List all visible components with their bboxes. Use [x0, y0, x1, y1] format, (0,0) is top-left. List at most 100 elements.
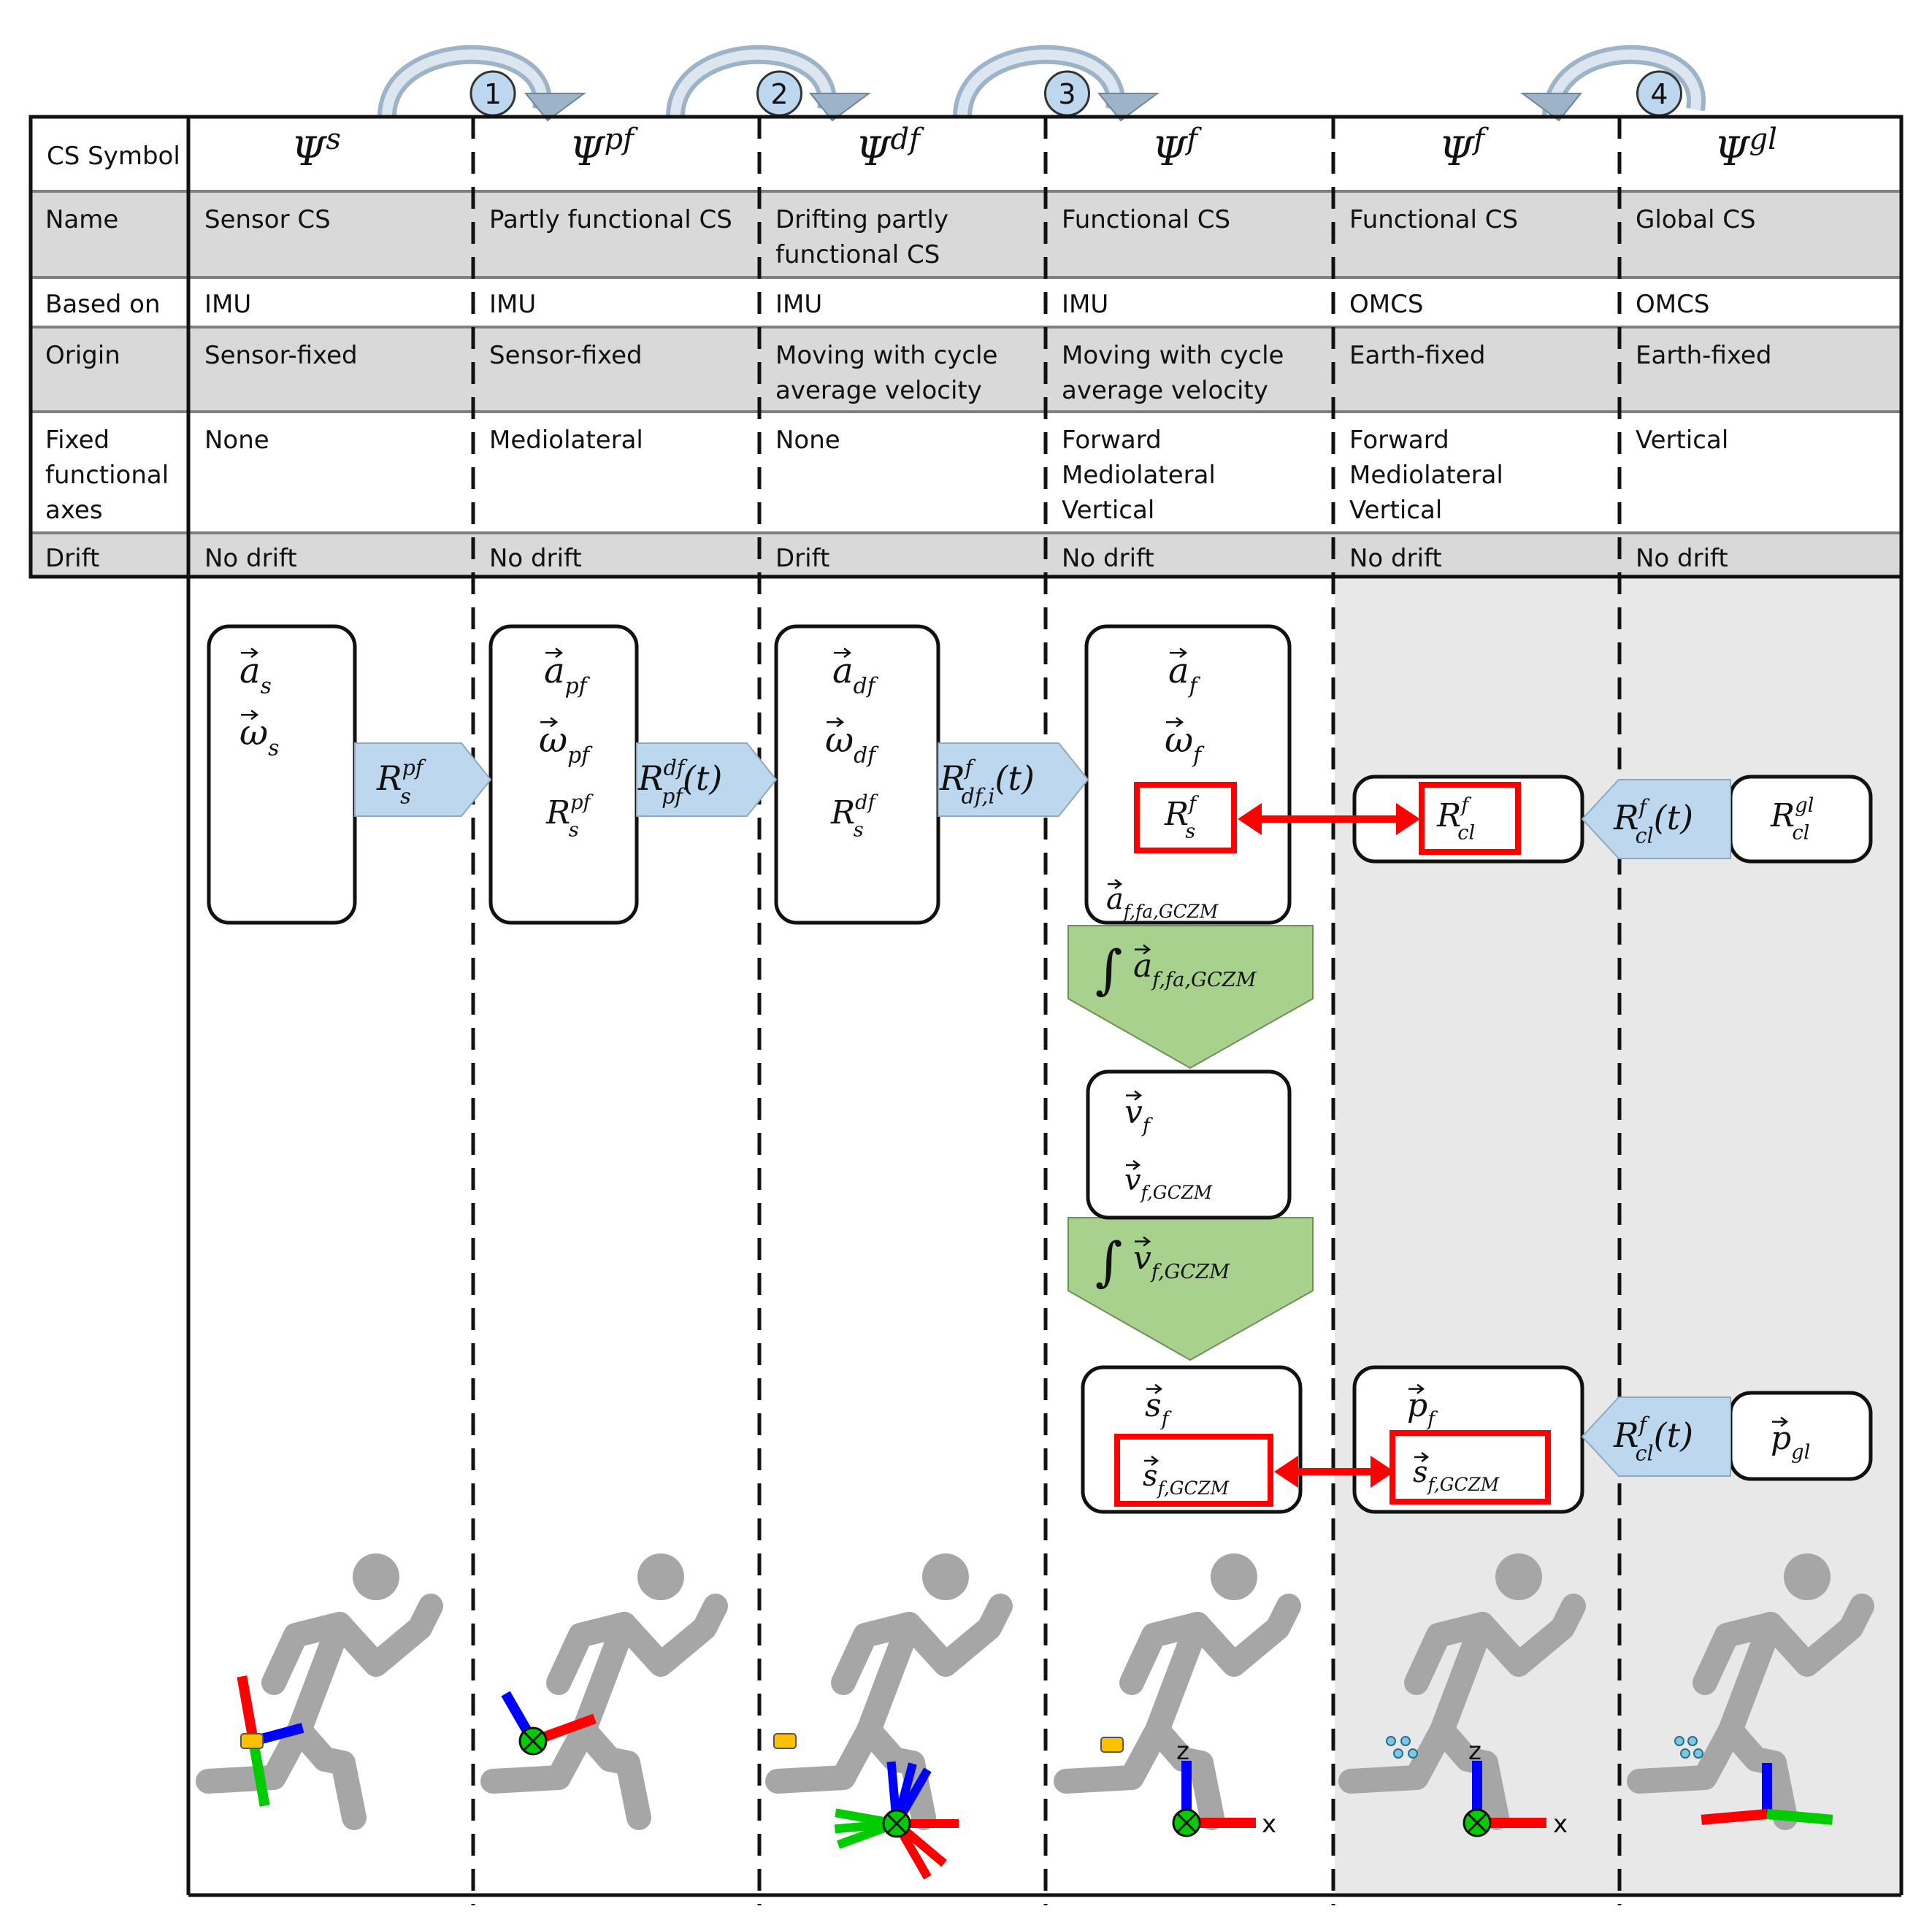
runner-front-arm	[612, 1594, 728, 1677]
vector-arrow	[1144, 1456, 1159, 1466]
step-number: 1	[484, 78, 502, 110]
step-arc-inner	[382, 49, 548, 118]
math-text: pgl	[1771, 1420, 1810, 1464]
marker-dot	[1680, 1748, 1690, 1759]
math-expression: af,fa,GCZM	[1133, 944, 1257, 991]
runner-back-leg	[1627, 1718, 1743, 1794]
step-arc-inner	[957, 49, 1121, 118]
axis-line	[237, 1675, 258, 1743]
cs-origin: Sensor-fixed	[204, 341, 358, 370]
math-text: af,fa,GCZM	[1133, 948, 1257, 991]
runner-icon	[1627, 1553, 1874, 1830]
cs-fixed-axes: Mediolateral	[489, 426, 643, 455]
table-row-bg	[31, 533, 1901, 577]
table-grid	[28, 115, 1904, 1905]
math-expression: vf,GCZM	[1124, 1160, 1213, 1203]
vector-arrow	[241, 648, 259, 658]
runner-head	[1211, 1553, 1257, 1600]
math-expression: vf,GCZM	[1133, 1236, 1230, 1283]
vector-arrow	[1772, 1416, 1789, 1427]
cs-name: Global CS	[1636, 205, 1756, 234]
cs-symbol: Ψdf	[856, 123, 924, 174]
math-text: sf,GCZM	[1143, 1459, 1230, 1499]
cs-name: Functional CS	[1062, 205, 1230, 234]
cs-name: Partly functional CS	[489, 205, 732, 234]
runner-front-arm	[897, 1594, 1013, 1677]
cs-drift: No drift	[489, 544, 582, 573]
math-expression: ωdf	[825, 717, 879, 768]
axis-cross	[523, 1731, 543, 1751]
marker-dot	[1393, 1748, 1403, 1759]
runner-front-arm	[327, 1594, 443, 1677]
cs-symbol: Ψpf	[570, 123, 638, 174]
runner-head	[637, 1553, 684, 1600]
cs-based-on: OMCS	[1349, 290, 1423, 319]
marker-dot	[1400, 1736, 1411, 1746]
axis-cross	[1176, 1813, 1197, 1833]
cs-based-on: IMU	[775, 290, 822, 319]
transform-arrow	[1581, 1397, 1731, 1477]
cs-origin: average velocity	[1062, 376, 1268, 405]
vector-arrow	[540, 717, 559, 728]
highlight-sfgczm-omcs	[1389, 1430, 1551, 1505]
step-arrowhead	[1097, 93, 1160, 122]
table-background	[31, 191, 1901, 577]
runner-torso	[1430, 1612, 1495, 1743]
axis-line	[1701, 1809, 1768, 1825]
math-text: vf,GCZM	[1124, 1164, 1213, 1203]
step-number: 2	[770, 78, 788, 110]
vector-arrow	[1135, 1236, 1151, 1247]
marker-dot	[1687, 1736, 1698, 1746]
marker-dot	[1693, 1748, 1703, 1759]
axis-line	[1766, 1809, 1833, 1825]
math-text: adf	[832, 650, 879, 699]
runner-front-arm	[1185, 1594, 1301, 1677]
row-label-name: Name	[45, 205, 118, 234]
cs-origin: average velocity	[775, 376, 982, 405]
cs-fixed-axes: None	[204, 426, 269, 455]
box-global-rotation	[1728, 775, 1873, 864]
vector-arrow	[1126, 1160, 1141, 1170]
runner-front-leg	[1718, 1718, 1798, 1830]
runner-head	[922, 1553, 969, 1600]
highlight-rclf	[1419, 782, 1521, 855]
runner-icon	[196, 1553, 443, 1830]
axis-label-x: x	[1262, 1810, 1276, 1839]
transform-arrow	[938, 742, 1089, 817]
runner-back-leg	[480, 1718, 597, 1794]
cs-fixed-axes: Vertical	[1349, 496, 1442, 525]
cs-origin: Moving with cycle	[775, 341, 997, 370]
math-expression: pgl	[1771, 1416, 1810, 1464]
cs-symbol: Ψf	[1439, 123, 1489, 174]
transform-arrow	[354, 742, 492, 817]
vector-arrow	[827, 717, 845, 728]
cs-fixed-axes: Vertical	[1636, 426, 1728, 455]
transform-arrow	[1581, 779, 1731, 859]
highlight-rsf	[1134, 782, 1237, 853]
runner-front-leg	[572, 1718, 651, 1830]
step-arc-inner	[1546, 49, 1702, 118]
math-expression: apf	[544, 648, 591, 699]
sensor-icon	[773, 1733, 797, 1749]
math-text: apf	[544, 650, 591, 699]
math-text: af,fa,GCZM	[1106, 883, 1219, 922]
step-number: 4	[1650, 78, 1668, 110]
axis-cross	[1467, 1813, 1487, 1833]
math-text: as	[239, 650, 272, 699]
vector-arrow	[1135, 944, 1151, 955]
